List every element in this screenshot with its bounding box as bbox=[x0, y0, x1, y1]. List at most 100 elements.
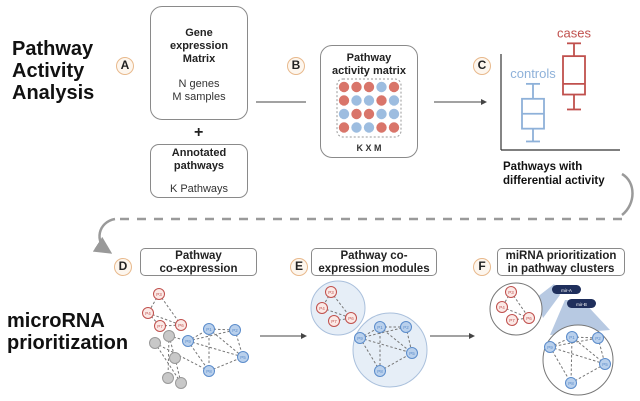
network-edge bbox=[359, 337, 413, 354]
activity-matrix-grid bbox=[336, 78, 402, 138]
text-line: Annotated bbox=[171, 147, 227, 159]
mirna-prioritization-label: miRNA prioritization in pathway clusters bbox=[497, 248, 625, 276]
svg-text:P3: P3 bbox=[328, 290, 334, 295]
matrix-cell-red bbox=[351, 81, 362, 93]
box-controls: controls bbox=[510, 66, 556, 143]
matrix-cell-blue bbox=[388, 95, 400, 106]
matrix-cell-red bbox=[363, 108, 375, 120]
title-line: microRNA bbox=[7, 310, 105, 332]
svg-text:P9: P9 bbox=[185, 339, 191, 344]
node-P7: P7 bbox=[154, 320, 166, 332]
matrix-cell-red bbox=[388, 122, 400, 133]
svg-text:P7: P7 bbox=[331, 319, 337, 324]
svg-text:mir-B: mir-B bbox=[576, 302, 587, 307]
pathway-coexpression-modules-label: Pathway co- expression modules bbox=[311, 248, 437, 276]
title-line: Analysis bbox=[12, 82, 95, 104]
title-line: prioritization bbox=[7, 332, 129, 354]
gene-matrix-title: Gene expression Matrix bbox=[151, 27, 247, 66]
text-line: expression modules bbox=[318, 263, 430, 275]
network-edge bbox=[549, 346, 572, 384]
svg-text:mir-A: mir-A bbox=[561, 288, 572, 293]
svg-text:P4: P4 bbox=[145, 311, 151, 316]
mirna-tag-mir-A: mir-A bbox=[552, 285, 581, 294]
node-P3: P3 bbox=[325, 286, 337, 298]
text-line: pathways bbox=[173, 160, 225, 172]
node-P6: P6 bbox=[175, 319, 187, 331]
text-line: M samples bbox=[172, 91, 226, 103]
text-line: N genes bbox=[178, 78, 220, 90]
matrix-cell-blue bbox=[376, 81, 387, 93]
svg-text:P8: P8 bbox=[568, 381, 574, 386]
matrix-cell-red bbox=[376, 122, 387, 133]
node-unlabeled bbox=[149, 337, 161, 349]
text-line: Pathways with bbox=[503, 161, 583, 173]
network-edge bbox=[158, 293, 182, 326]
svg-text:P8: P8 bbox=[206, 369, 212, 374]
node-P8: P8 bbox=[374, 365, 386, 377]
node-P3: P3 bbox=[153, 288, 165, 300]
matrix-cell-blue bbox=[338, 108, 350, 120]
network-edge bbox=[187, 329, 236, 342]
svg-text:P4: P4 bbox=[319, 306, 325, 311]
svg-text:P5: P5 bbox=[602, 362, 608, 367]
text-line: expression bbox=[169, 40, 229, 52]
chart-caption: Pathways with differential activity bbox=[503, 160, 605, 188]
pathway-coexpression-label: Pathway co-expression bbox=[140, 248, 257, 276]
node-P4: P4 bbox=[316, 302, 328, 314]
svg-text:P3: P3 bbox=[508, 290, 514, 295]
matrix-cell-red bbox=[351, 108, 362, 120]
node-unlabeled bbox=[162, 372, 174, 384]
text-line: Matrix bbox=[182, 53, 216, 65]
text-line: activity matrix bbox=[332, 65, 406, 77]
node-P4: P4 bbox=[142, 307, 154, 319]
step-badge-b: B bbox=[287, 57, 305, 75]
matrix-cell-red bbox=[338, 122, 350, 133]
matrix-cell-red bbox=[338, 95, 350, 106]
svg-text:P7: P7 bbox=[509, 318, 515, 323]
text-line: co-expression bbox=[159, 263, 238, 275]
box-cases: cases bbox=[557, 30, 591, 111]
node-P9: P9 bbox=[182, 335, 194, 347]
svg-text:P1: P1 bbox=[569, 335, 575, 340]
node-P8: P8 bbox=[565, 377, 577, 389]
mirna-tag-mir-B: mir-B bbox=[567, 299, 596, 308]
network-edge bbox=[570, 336, 573, 384]
text-line: Pathway co- bbox=[340, 250, 408, 262]
title-line: Activity bbox=[12, 60, 85, 82]
step-badge-c: C bbox=[473, 57, 491, 75]
network-edge bbox=[167, 335, 170, 379]
node-unlabeled bbox=[175, 377, 187, 389]
network-edge bbox=[379, 326, 413, 354]
node-P4: P4 bbox=[496, 301, 508, 313]
node-P7: P7 bbox=[328, 315, 340, 327]
svg-text:P2: P2 bbox=[595, 336, 601, 341]
text-line: Pathway bbox=[175, 250, 222, 262]
svg-text:P4: P4 bbox=[499, 305, 505, 310]
node-P6: P6 bbox=[345, 312, 357, 324]
node-P3: P3 bbox=[505, 286, 517, 298]
series-label-controls: controls bbox=[510, 66, 556, 81]
matrix-cell-red bbox=[338, 81, 350, 93]
matrix-cell-blue bbox=[351, 122, 362, 133]
step-badge-a: A bbox=[116, 57, 134, 75]
plus-sign: + bbox=[194, 124, 204, 141]
node-P8: P8 bbox=[203, 365, 215, 377]
series-label-cases: cases bbox=[557, 30, 591, 40]
node-P2: P2 bbox=[592, 332, 604, 344]
network-edge bbox=[359, 326, 407, 339]
node-unlabeled bbox=[169, 352, 181, 364]
node-P1: P1 bbox=[566, 331, 578, 343]
node-P2: P2 bbox=[400, 321, 412, 333]
matrix-cell-blue bbox=[363, 95, 375, 106]
network-edge bbox=[570, 363, 606, 384]
svg-text:P5: P5 bbox=[240, 355, 246, 360]
network-edge bbox=[159, 324, 182, 327]
matrix-cell-blue bbox=[351, 95, 362, 106]
network-edge bbox=[208, 328, 244, 358]
network-edge bbox=[187, 340, 210, 372]
gene-expression-matrix-box: Gene expression Matrix N genes M samples bbox=[150, 6, 248, 120]
svg-text:P8: P8 bbox=[377, 369, 383, 374]
svg-text:P1: P1 bbox=[206, 327, 212, 332]
